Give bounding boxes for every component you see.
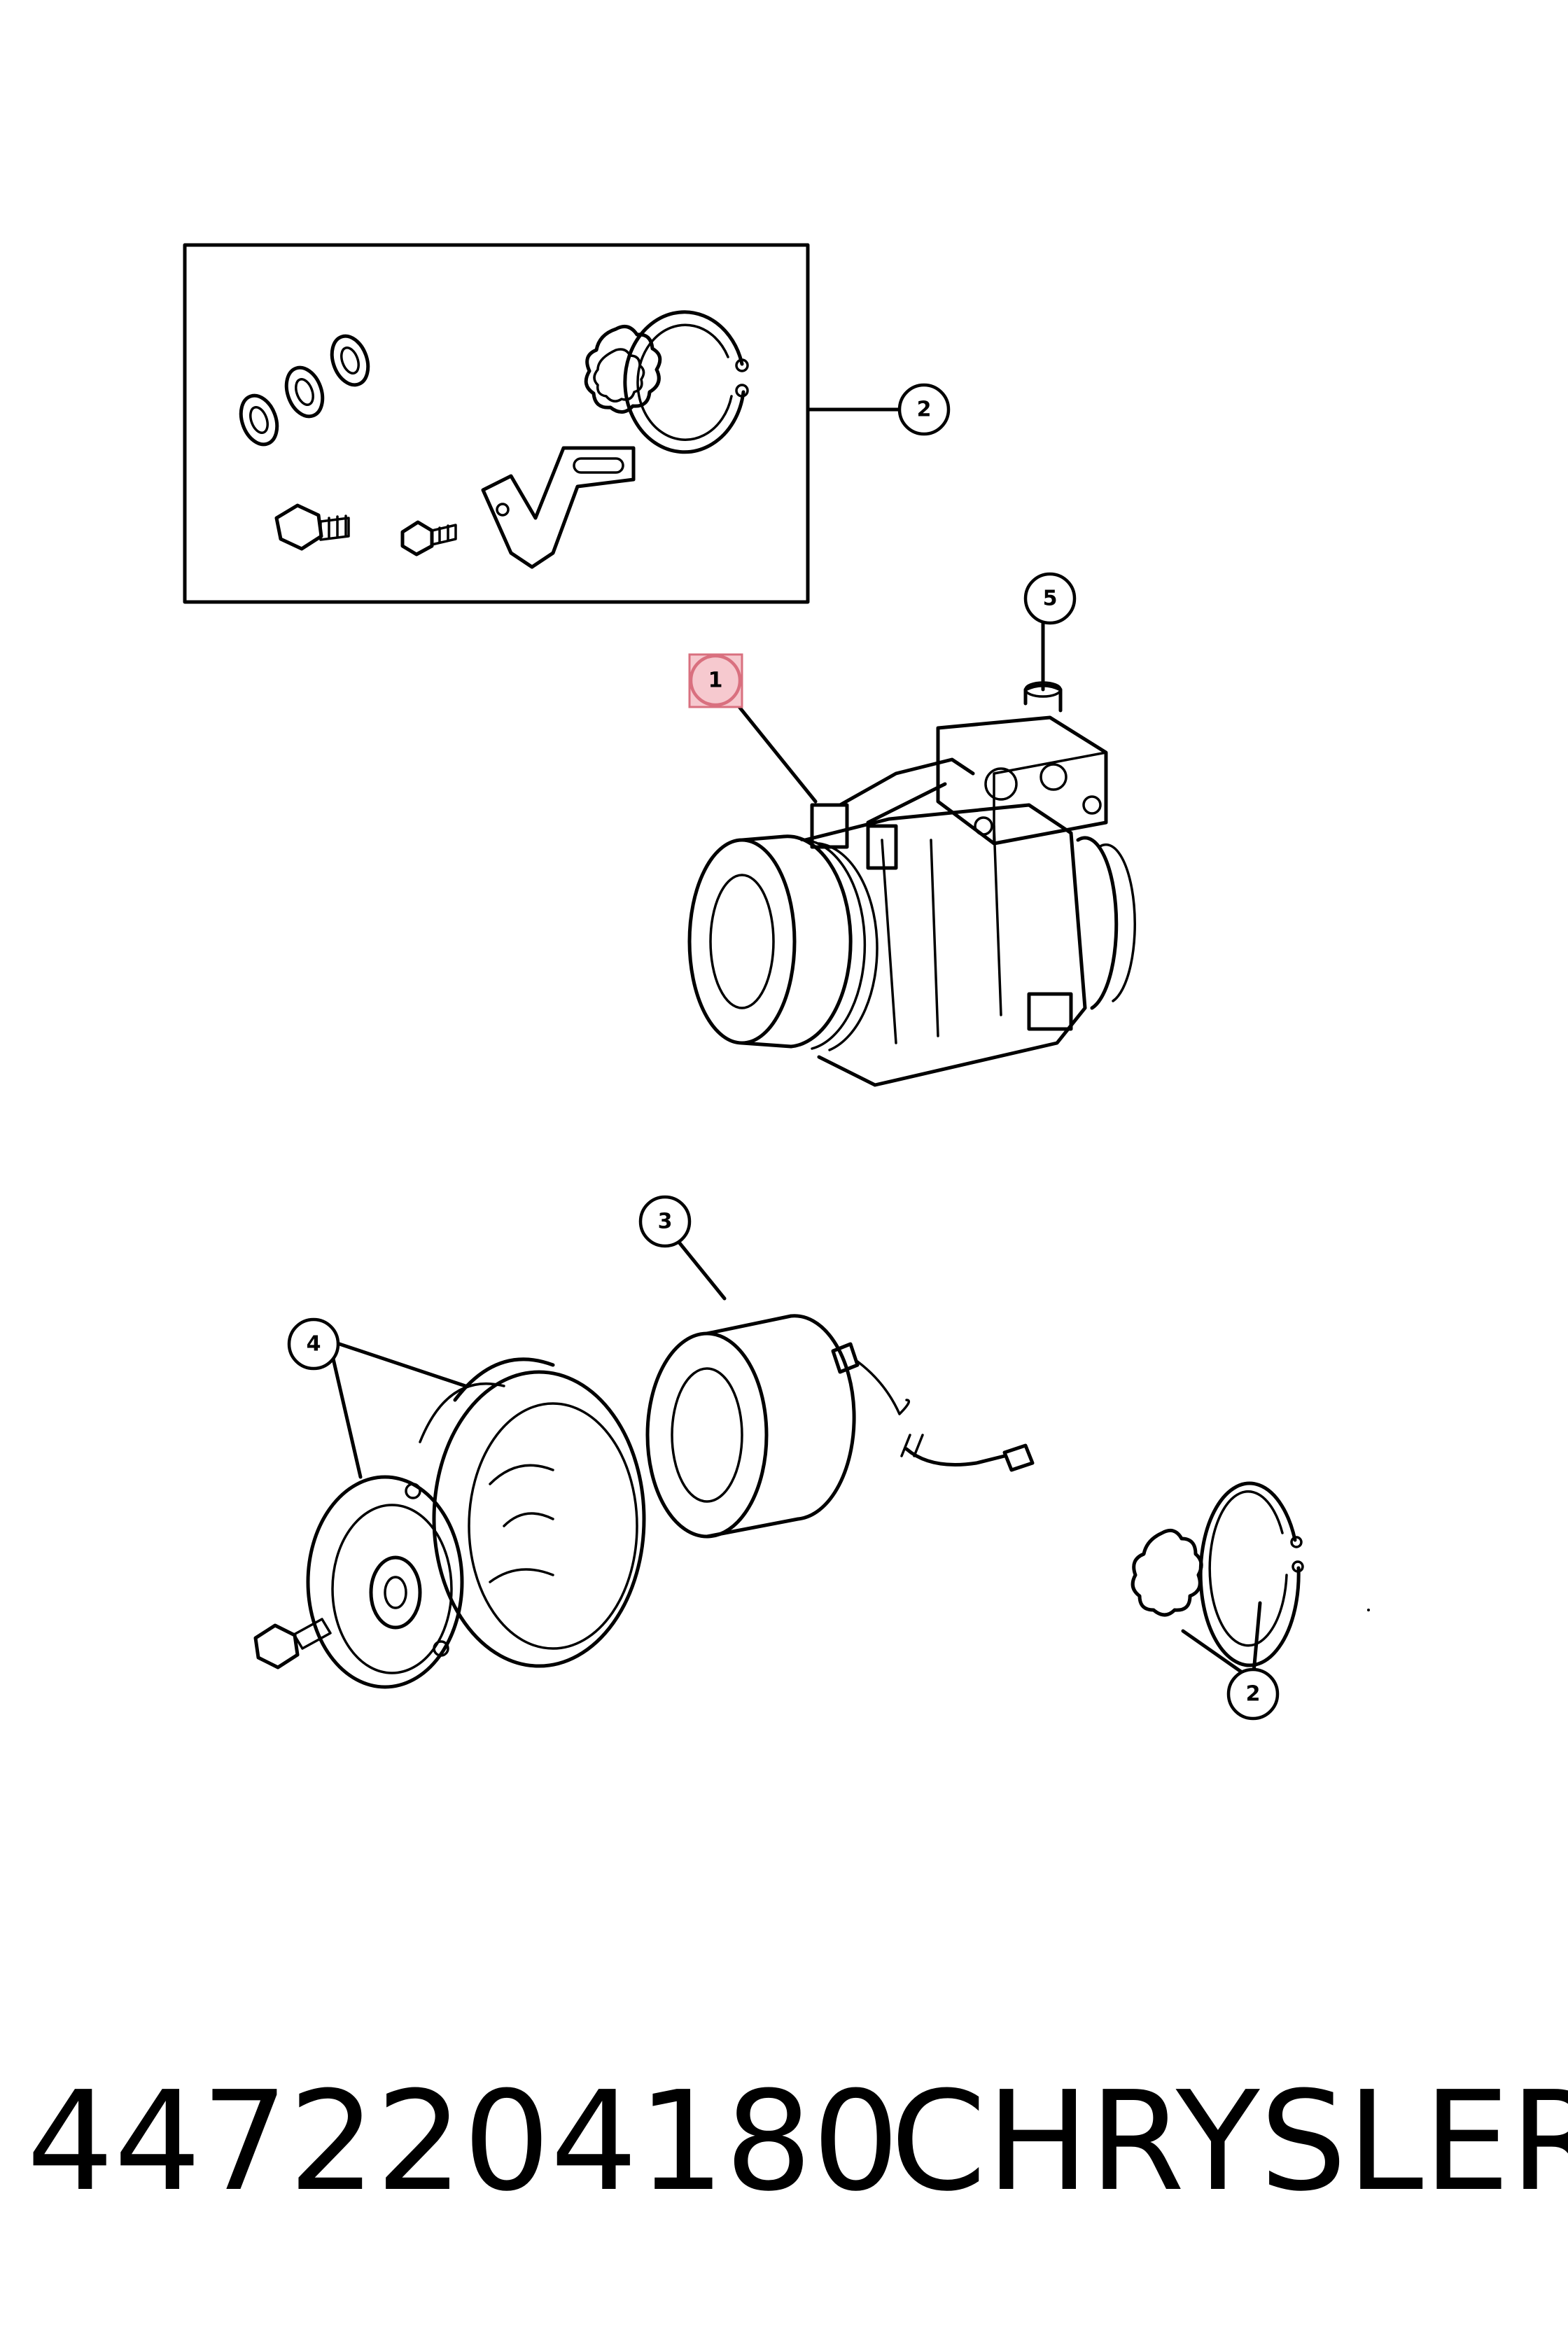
ac-compressor (687, 681, 1136, 1087)
callout-1[interactable]: 1 (688, 653, 743, 708)
screw (400, 520, 457, 556)
callout-3[interactable]: 3 (638, 1195, 692, 1248)
callout-2-kit[interactable]: 2 (897, 383, 951, 436)
o-ring-set (239, 334, 370, 447)
stray-dot (1367, 1609, 1370, 1611)
callout-5[interactable]: 5 (1023, 572, 1077, 625)
callout-4[interactable]: 4 (287, 1317, 340, 1371)
callout-label: 5 (1043, 587, 1058, 611)
seal-kit-box (183, 243, 905, 604)
callout-label: 2 (917, 398, 932, 422)
callout-label: 3 (658, 1210, 673, 1234)
callout-label: 2 (1246, 1682, 1261, 1707)
snap-ring (623, 310, 749, 454)
lower-snap-ring (1198, 1481, 1304, 1667)
hub-bolt (253, 1618, 332, 1670)
clutch-hub (306, 1475, 464, 1689)
wavy-gasket (584, 324, 662, 414)
callout-2-lower[interactable]: 2 (1226, 1667, 1280, 1721)
callout-label: 1 (708, 668, 723, 693)
clutch-pulley (419, 1357, 646, 1668)
brand-name: CHRYSLER (890, 2062, 1568, 2222)
bolt (274, 503, 350, 551)
lower-wavy-gasket (1130, 1528, 1203, 1617)
field-coil (645, 1314, 1035, 1539)
callout-label: 4 (307, 1332, 321, 1357)
bracket (481, 446, 636, 569)
part-number: 4472204180 (27, 2062, 900, 2222)
